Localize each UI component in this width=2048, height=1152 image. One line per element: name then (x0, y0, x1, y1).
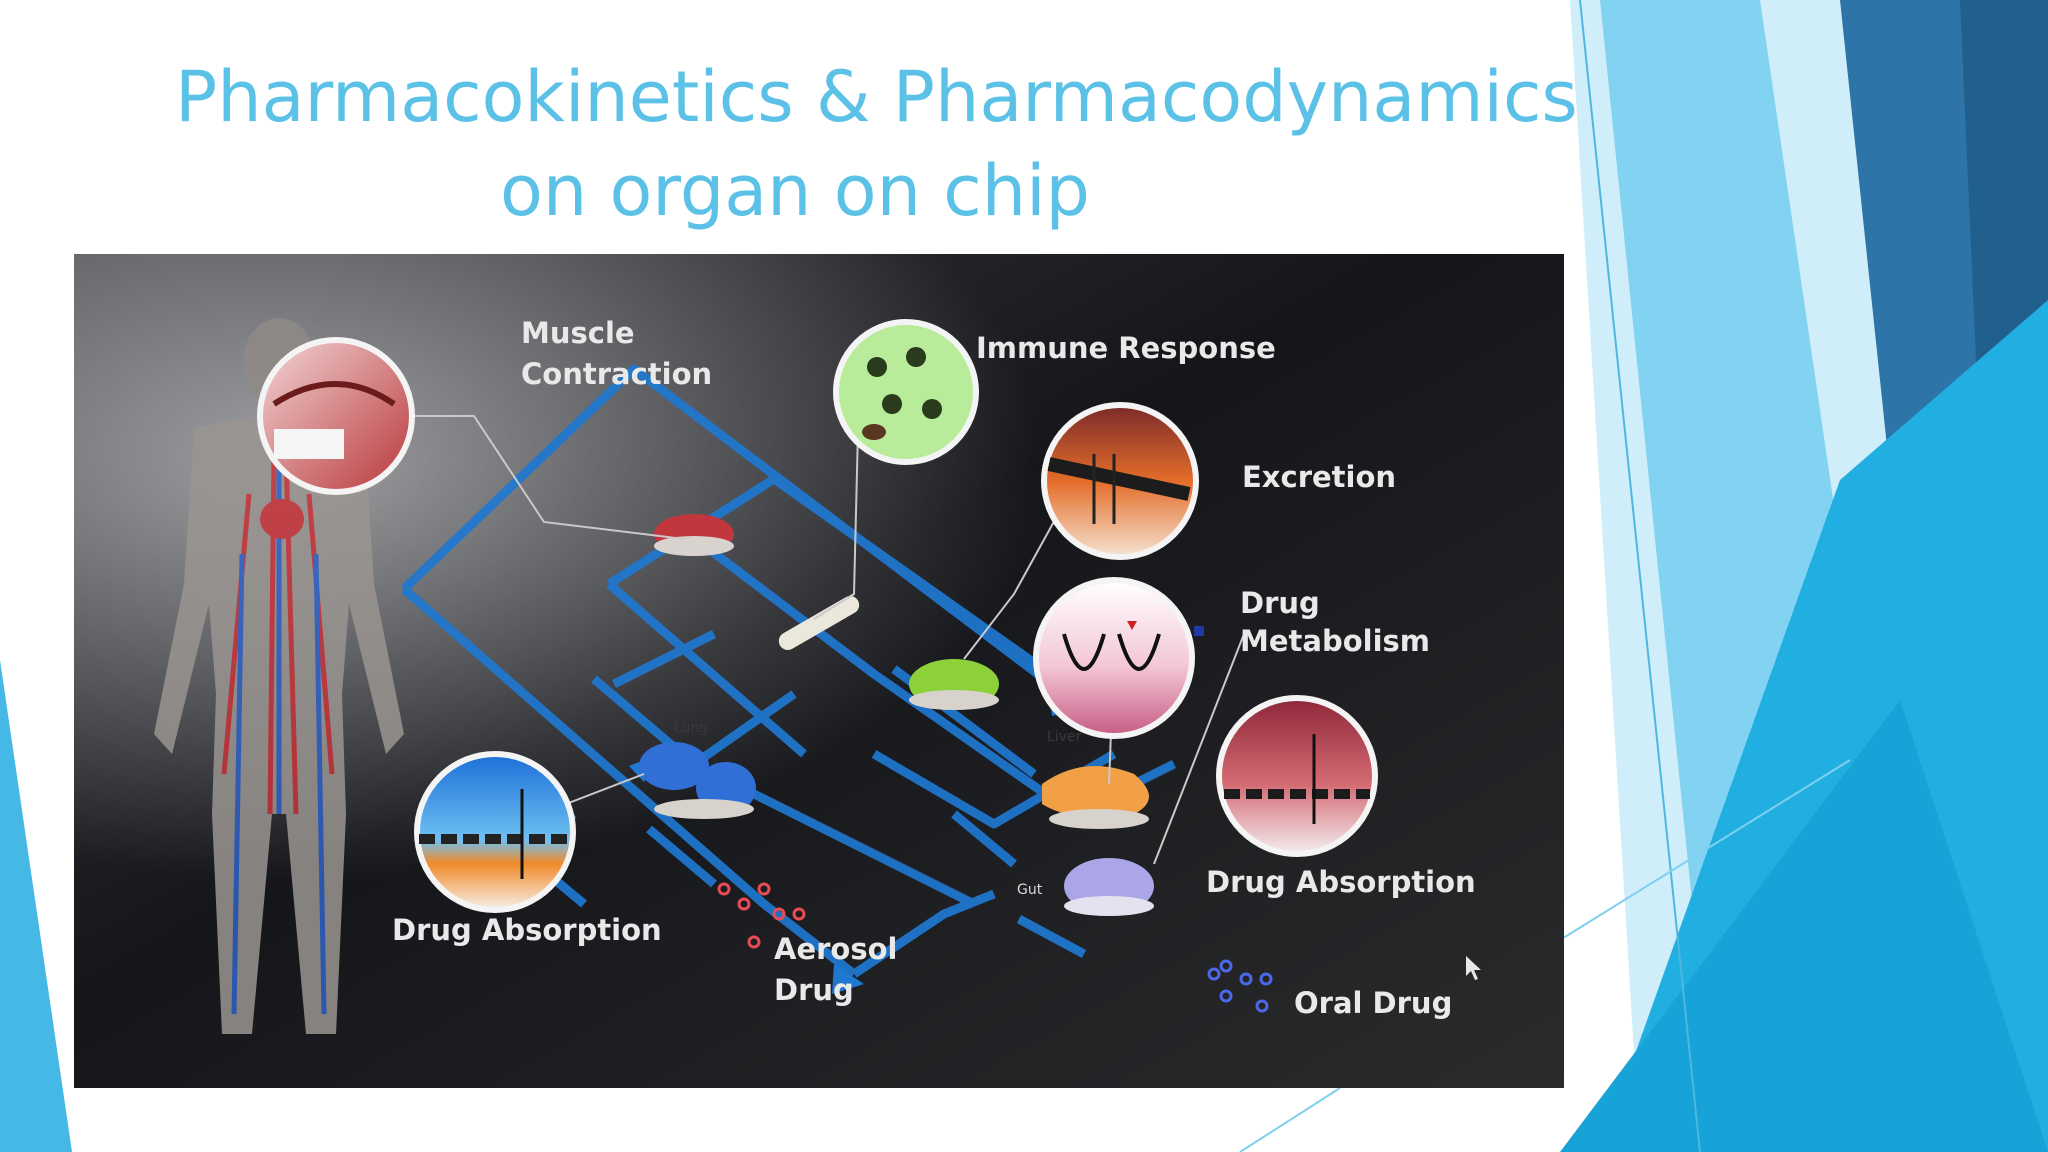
deco-line-1 (1579, 0, 1701, 1152)
label-drug-absorption-right: Drug Absorption (1206, 865, 1476, 899)
cursor-icon (1466, 956, 1481, 980)
kidney-organ-model (909, 659, 999, 710)
lung-organ-model (639, 742, 756, 819)
liver-organ-model (1042, 766, 1149, 829)
bone-organ-model (778, 596, 860, 650)
organ-on-chip-diagram: Muscle Contraction Immune Response Excre… (74, 254, 1564, 1088)
muscle-contraction-circle (257, 337, 415, 495)
channel-arrow-1 (832, 964, 864, 994)
label-excretion: Excretion (1242, 460, 1396, 494)
label-liver: Liver (1047, 729, 1082, 745)
oral-drug-particles (1207, 959, 1273, 1013)
label-gut: Gut (1017, 882, 1043, 898)
immune-response-circle (833, 319, 979, 465)
deco-shape-bottom (1560, 700, 2048, 1152)
deco-line-2 (1559, 759, 1851, 941)
label-muscle-line1: Muscle (521, 316, 635, 350)
drug-metabolism-circle (1033, 577, 1204, 739)
heart-organ-model (654, 514, 734, 556)
excretion-circle (1041, 402, 1199, 560)
deco-line-3 (1239, 1087, 1341, 1152)
label-muscle-line2: Contraction (521, 357, 712, 391)
label-aerosol-line2: Drug (774, 973, 854, 1007)
slide-title-line-2: on organ on chip (500, 150, 1090, 232)
label-metabolism-line1: Drug (1240, 586, 1320, 620)
deco-shape-left (0, 660, 72, 1152)
label-lung: Lung (674, 720, 708, 736)
label-drug-absorption-left: Drug Absorption (392, 913, 662, 947)
drug-absorption-right-circle (1216, 695, 1378, 857)
aerosol-drug-particles (717, 882, 806, 949)
label-aerosol-line1: Aerosol (774, 932, 897, 966)
slide-title-line-1: Pharmacokinetics & Pharmacodynamics (175, 56, 1578, 138)
label-metabolism-line2: Metabolism (1240, 624, 1430, 658)
label-oral-drug: Oral Drug (1294, 986, 1452, 1020)
gut-organ-model (1064, 858, 1154, 916)
label-immune-response: Immune Response (976, 331, 1276, 365)
drug-absorption-left-circle (414, 751, 576, 913)
